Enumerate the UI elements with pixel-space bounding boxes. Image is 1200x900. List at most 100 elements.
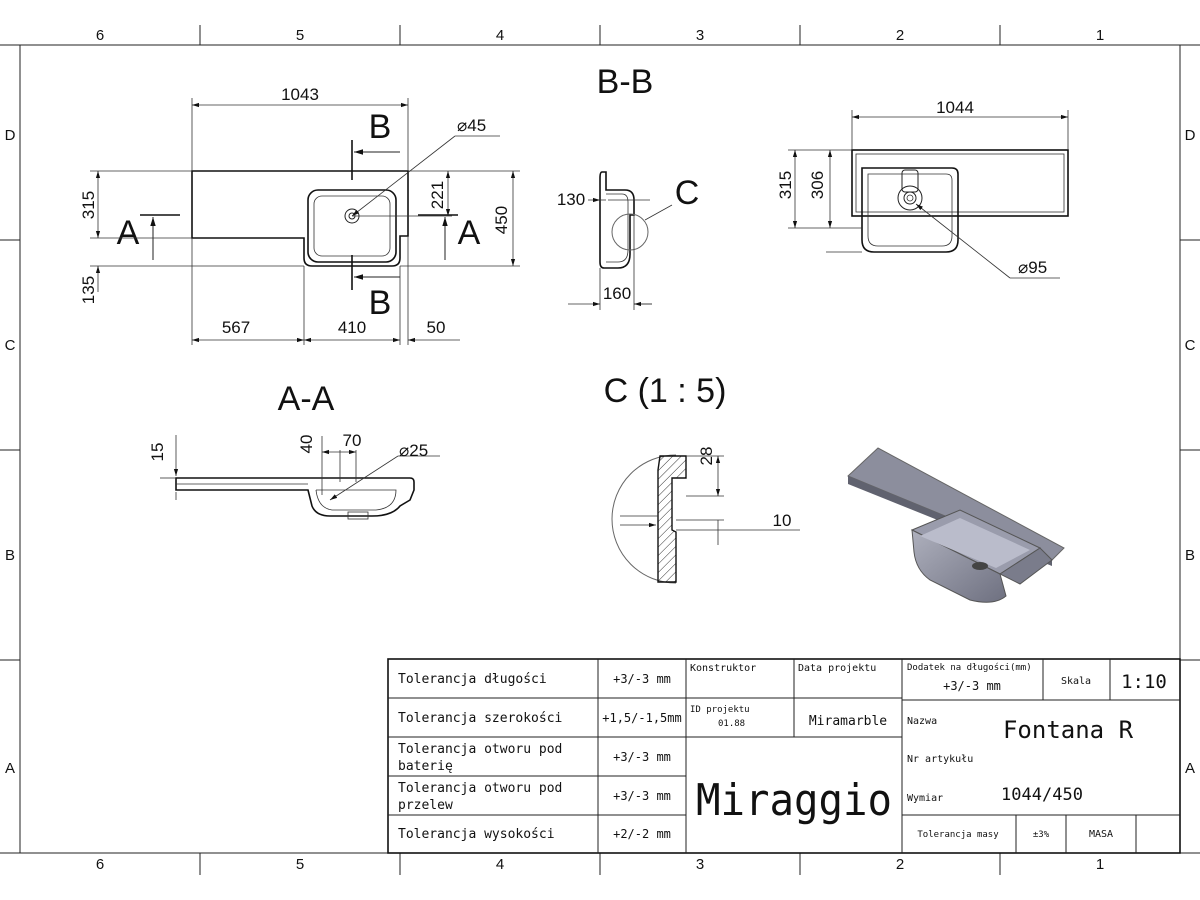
bb-profile <box>599 171 635 269</box>
skala-label: Skala <box>1061 676 1091 687</box>
tol-width-value: +1,5/-1,5mm <box>602 711 681 725</box>
dim-1043: 1043 <box>281 85 319 104</box>
nazwa-value: Fontana R <box>1003 716 1134 744</box>
data-projektu-label: Data projektu <box>798 663 876 674</box>
id-projektu-value: 01.88 <box>718 719 745 729</box>
dim-40: 40 <box>297 435 316 454</box>
zone-col-bottom-5: 5 <box>296 856 304 873</box>
nazwa-label: Nazwa <box>907 716 937 727</box>
zone-row-right-d: D <box>1185 127 1196 144</box>
tol-height-label: Tolerancja wysokości <box>398 827 555 842</box>
plan-drain-outer <box>897 185 923 211</box>
tol-masy-label: Tolerancja masy <box>917 830 999 840</box>
plan-view: ⌀95 1044 315 306 <box>776 98 1069 279</box>
section-aa-view: A-A 15 40 70 ⌀25 <box>148 380 440 520</box>
zone-row-left-b: B <box>5 547 15 564</box>
dim-450: 450 <box>492 206 511 234</box>
tol-masy-value: ±3% <box>1033 830 1050 840</box>
zone-row-right-c: C <box>1185 337 1196 354</box>
detail-c-title: C (1 : 5) <box>604 372 727 410</box>
zone-col-bottom-3: 3 <box>696 856 704 873</box>
konstruktor-label: Konstruktor <box>690 663 756 674</box>
brand-logo-text: Miraggio <box>696 775 892 826</box>
tol-width-label: Tolerancja szerokości <box>398 711 562 726</box>
dim-dia-45: ⌀45 <box>457 116 486 135</box>
cut-mark-b-top: B <box>369 108 392 146</box>
zone-row-right-b: B <box>1185 547 1195 564</box>
title-block: Tolerancja długości +3/-3 mm Tolerancja … <box>387 658 1181 854</box>
basin-inner <box>313 195 391 257</box>
tol-faucet-label2: baterię <box>398 759 453 774</box>
zone-col-top-6: 6 <box>96 27 104 44</box>
render-basin <box>911 529 1007 603</box>
dim-306: 306 <box>808 171 827 199</box>
aa-profile <box>175 477 415 517</box>
tol-length-value: +3/-3 mm <box>613 672 671 686</box>
plan-basin <box>861 167 959 253</box>
dim-dia-95: ⌀95 <box>1018 258 1047 277</box>
dim-567: 567 <box>222 318 250 337</box>
detail-c-hatched-profile <box>657 455 687 583</box>
dim-50: 50 <box>427 318 446 337</box>
dim-160: 160 <box>603 284 631 303</box>
zone-col-top-5: 5 <box>296 27 304 44</box>
tol-faucet-label: Tolerancja otworu pod <box>398 742 562 757</box>
zone-row-right-a: A <box>1185 760 1195 777</box>
dodatek-label: Dodatek na długości(mm) <box>907 662 1032 673</box>
top-view: B-B ⌀45 1043 B B A A <box>79 63 653 345</box>
masa-label: MASA <box>1089 829 1113 840</box>
isometric-render <box>847 447 1065 603</box>
skala-value: 1:10 <box>1121 671 1167 693</box>
zone-row-left-c: C <box>5 337 16 354</box>
zone-labels: 6 5 4 3 2 1 6 5 4 3 2 1 D C B A D C B A <box>5 27 1196 873</box>
section-bb-title: B-B <box>597 63 654 101</box>
zone-row-left-d: D <box>5 127 16 144</box>
zone-col-top-4: 4 <box>496 27 504 44</box>
company-short: Miramarble <box>809 714 887 729</box>
zone-row-left-a: A <box>5 760 15 777</box>
dim-28: 28 <box>697 447 716 466</box>
tol-height-value: +2/-2 mm <box>613 827 671 841</box>
detail-c-view: C (1 : 5) 28 10 <box>604 372 800 584</box>
plan-outline <box>851 149 1069 217</box>
basin-outer <box>307 189 397 263</box>
tol-length-label: Tolerancja długości <box>398 672 547 687</box>
dim-70: 70 <box>343 431 362 450</box>
zone-col-bottom-1: 1 <box>1096 856 1104 873</box>
nr-artykulu-label: Nr artykułu <box>907 754 973 765</box>
zone-col-top-2: 2 <box>896 27 904 44</box>
detail-c-circle <box>611 213 649 251</box>
plan-drain-inner <box>903 191 917 205</box>
tol-faucet-value: +3/-3 mm <box>613 750 671 764</box>
dim-315-right: 315 <box>776 171 795 199</box>
tol-overflow-label: Tolerancja otworu pod <box>398 781 562 796</box>
cut-mark-a-left: A <box>117 214 140 252</box>
dim-315-left: 315 <box>79 191 98 219</box>
dim-10: 10 <box>773 511 792 530</box>
tol-overflow-value: +3/-3 mm <box>613 789 671 803</box>
zone-col-bottom-2: 2 <box>896 856 904 873</box>
dim-410: 410 <box>338 318 366 337</box>
dim-130: 130 <box>557 190 585 209</box>
section-aa-title: A-A <box>278 380 335 418</box>
dodatek-value: +3/-3 mm <box>943 679 1001 693</box>
section-bb-view: C 130 160 <box>557 171 700 310</box>
dim-15: 15 <box>148 443 167 462</box>
wymiar-value: 1044/450 <box>1001 785 1083 805</box>
zone-col-top-3: 3 <box>696 27 704 44</box>
tol-overflow-label2: przelew <box>398 798 453 813</box>
cut-mark-a-right: A <box>458 214 481 252</box>
zone-col-top-1: 1 <box>1096 27 1104 44</box>
detail-c-label: C <box>675 174 700 212</box>
id-projektu-label: ID projektu <box>690 705 750 715</box>
wymiar-label: Wymiar <box>907 793 943 804</box>
zone-col-bottom-4: 4 <box>496 856 504 873</box>
dim-135-left: 135 <box>79 276 98 304</box>
sheet-frame <box>0 25 1200 875</box>
cut-mark-b-bottom: B <box>369 284 392 322</box>
dim-1044: 1044 <box>936 98 974 117</box>
dim-221: 221 <box>428 181 447 209</box>
countertop-outline <box>191 170 409 267</box>
dim-dia-25: ⌀25 <box>399 441 428 460</box>
